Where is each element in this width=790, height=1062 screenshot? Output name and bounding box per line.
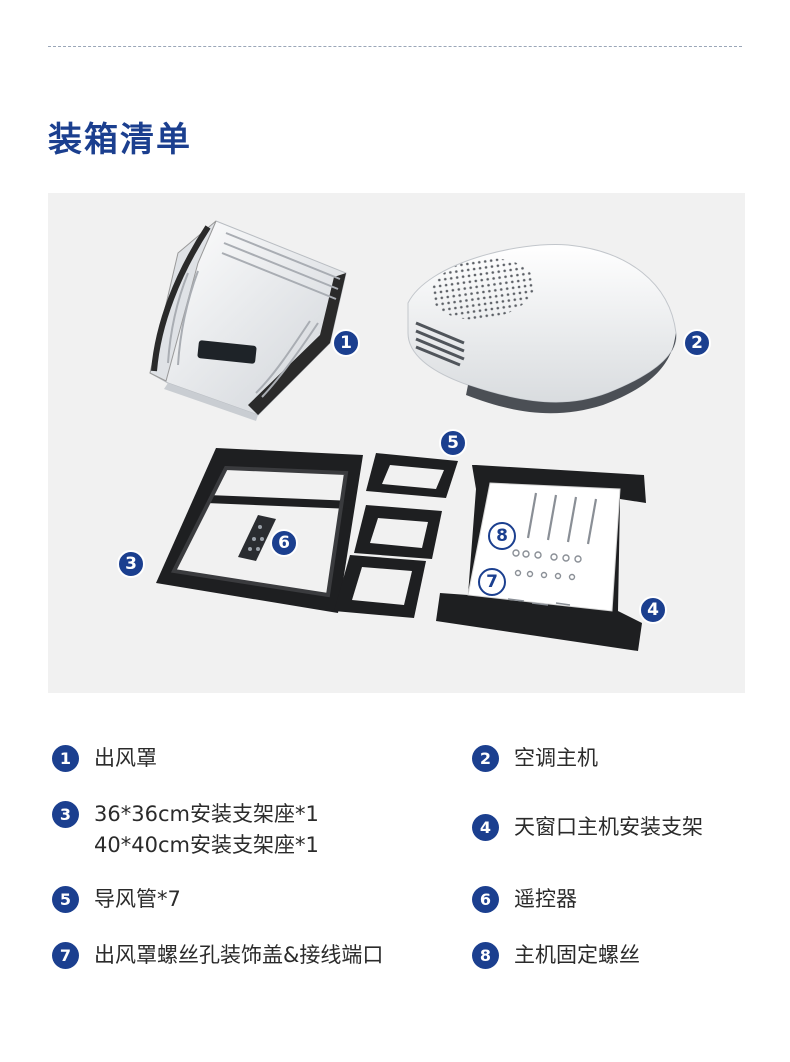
ac-unit-image [407, 244, 677, 414]
air-outlet-cover-image [149, 220, 347, 421]
roof-bracket-image [436, 465, 646, 651]
legend-badge: 3 [52, 801, 79, 828]
photo-badge-1: 1 [332, 329, 360, 357]
legend-item-6: 6 遥控器 [472, 884, 577, 915]
legend-badge: 1 [52, 745, 79, 772]
screws-image [526, 492, 598, 545]
legend-badge: 8 [472, 942, 499, 969]
legend-item-8: 8 主机固定螺丝 [472, 940, 640, 971]
photo-badge-3: 3 [117, 550, 145, 578]
legend-label: 出风罩螺丝孔装饰盖&接线端口 [94, 943, 384, 967]
photo-badge-8: 8 [488, 522, 516, 550]
product-photo-panel: 1 2 3 4 5 6 7 8 [48, 193, 745, 693]
legend-label: 36*36cm安装支架座*1 [94, 802, 319, 826]
legend-label: 遥控器 [514, 887, 577, 911]
photo-badge-5: 5 [439, 429, 467, 457]
legend-item-4: 4 天窗口主机安装支架 [472, 812, 703, 843]
remote-control-image [238, 515, 276, 561]
photo-badge-6: 6 [270, 529, 298, 557]
legend-item-1: 1 出风罩 [52, 743, 157, 774]
legend-item-5: 5 导风管*7 [52, 884, 181, 915]
legend-label: 导风管*7 [94, 887, 181, 911]
photo-badge-7: 7 [478, 568, 506, 596]
legend-label: 出风罩 [94, 746, 157, 770]
legend-label: 空调主机 [514, 746, 598, 770]
legend-item-3: 3 36*36cm安装支架座*1 40*40cm安装支架座*1 [52, 799, 319, 861]
legend-item-7: 7 出风罩螺丝孔装饰盖&接线端口 [52, 940, 383, 971]
photo-badge-4: 4 [639, 596, 667, 624]
legend-label: 主机固定螺丝 [514, 943, 640, 967]
air-duct-image [334, 453, 458, 618]
photo-badge-2: 2 [683, 329, 711, 357]
dashed-divider [48, 46, 742, 47]
legend-badge: 4 [472, 814, 499, 841]
legend-label: 天窗口主机安装支架 [514, 815, 703, 839]
page-title: 装箱清单 [48, 120, 192, 160]
legend-badge: 5 [52, 886, 79, 913]
legend-label: 40*40cm安装支架座*1 [94, 833, 319, 857]
legend-badge: 7 [52, 942, 79, 969]
legend-item-2: 2 空调主机 [472, 743, 598, 774]
legend-badge: 6 [472, 886, 499, 913]
screw-caps-image [507, 549, 582, 606]
legend-badge: 2 [472, 745, 499, 772]
product-illustration [149, 220, 677, 651]
